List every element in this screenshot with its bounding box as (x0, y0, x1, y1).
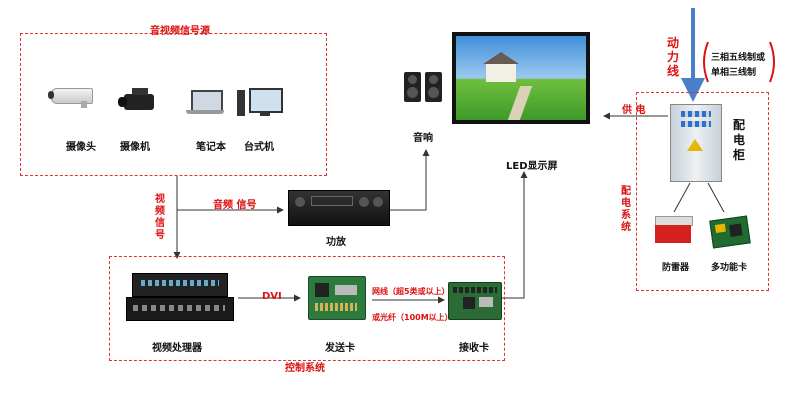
power-group-box (636, 92, 769, 291)
video-processor-label: 视频处理器 (152, 343, 202, 354)
fiber-label: 或光纤（100M以上） (372, 313, 453, 322)
sender-card-icon (308, 276, 366, 320)
amplifier-icon (288, 190, 390, 226)
sender-card-label: 发送卡 (325, 343, 355, 354)
line-cab-surge (673, 182, 691, 213)
distribution-cabinet-icon (670, 104, 722, 182)
line-receiver-screen (502, 171, 528, 299)
video-signal-label: 视频信号 (155, 194, 165, 241)
camera-icon (47, 84, 97, 108)
led-screen-image (452, 32, 590, 124)
source-group-title: 音视频信号源 (150, 26, 210, 37)
receiver-card-label: 接收卡 (459, 343, 489, 354)
power-group-title: 配电系统 (621, 186, 631, 233)
multifunction-card-label: 多功能卡 (711, 263, 748, 273)
control-group-box (109, 256, 505, 361)
receiver-card-icon (448, 282, 502, 320)
power-line-label: 动力线 (666, 36, 679, 78)
audio-signal-label: 音频 信号 (213, 200, 257, 211)
dvi-label: DVI (262, 291, 282, 302)
camcorder-label: 摄像机 (120, 142, 150, 153)
desktop-icon (237, 88, 283, 118)
speaker-label: 音响 (413, 133, 433, 144)
bracket-left (703, 41, 709, 83)
speaker-icon (404, 72, 442, 102)
surge-protector-label: 防雷器 (662, 263, 690, 273)
source-group-box (20, 33, 327, 176)
surge-protector-icon (655, 216, 693, 244)
led-screen-label: LED显示屏 (506, 161, 558, 172)
desktop-label: 台式机 (244, 142, 274, 153)
multifunction-card-icon (709, 215, 751, 249)
line-cab-multi (707, 182, 725, 213)
single-phase-label: 单相三线制 (711, 68, 757, 78)
line-amp-speaker (390, 149, 430, 211)
control-group-title: 控制系统 (285, 363, 325, 374)
supply-label: 供 电 (622, 105, 646, 116)
three-phase-label: 三相五线制或 (711, 53, 766, 63)
camera-label: 摄像头 (66, 142, 96, 153)
camcorder-icon (118, 86, 158, 116)
video-processor-icon (126, 273, 234, 321)
laptop-icon (186, 90, 224, 116)
cabinet-label: 配电柜 (732, 118, 745, 162)
laptop-label: 笔记本 (196, 142, 226, 153)
bracket-right (769, 41, 775, 83)
amplifier-label: 功放 (326, 237, 346, 248)
network-label: 网线（超5类或以上） (372, 287, 450, 296)
